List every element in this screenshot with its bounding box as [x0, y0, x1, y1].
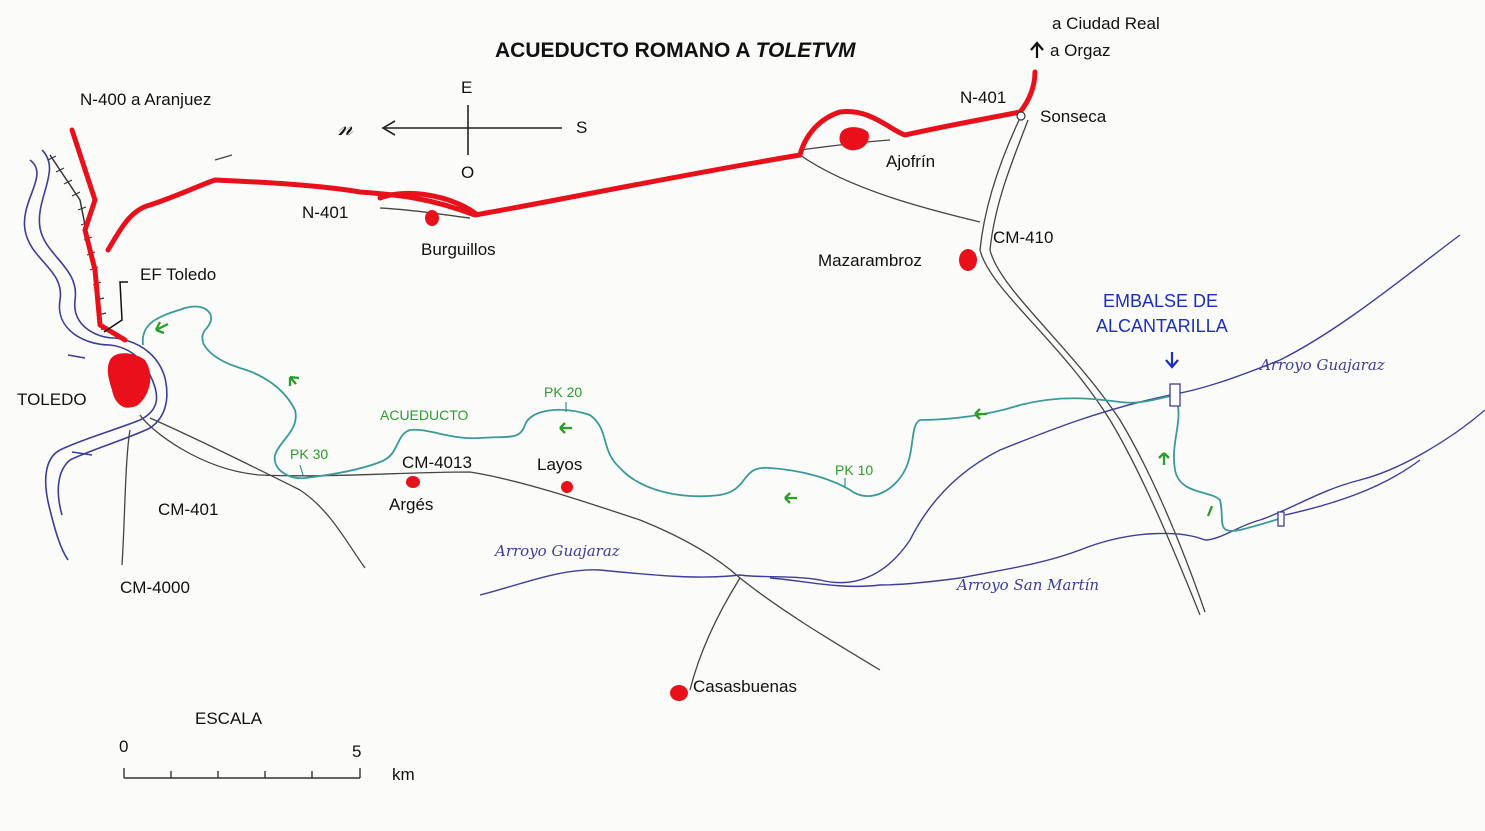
arges-town — [406, 476, 420, 488]
label-arroyo-san-martin: Arroyo San Martín — [955, 576, 1099, 594]
arrow-down-icon — [1165, 352, 1179, 369]
label-toledo: TOLEDO — [17, 390, 87, 409]
reservoir-dam — [1169, 383, 1181, 407]
label-arges: Argés — [389, 495, 433, 514]
scale-unit: km — [392, 765, 415, 784]
arrow-up-icon — [1030, 41, 1044, 58]
label-cm4013: CM-4013 — [402, 453, 472, 472]
aqueduct-line — [142, 305, 1283, 532]
scale-five: 5 — [352, 742, 361, 761]
mazarambroz-town — [959, 249, 977, 271]
label-orgaz: a Orgaz — [1050, 41, 1110, 60]
label-pk20: PK 20 — [544, 384, 582, 400]
layos-town — [561, 481, 573, 493]
label-pk30: PK 30 — [290, 446, 328, 462]
label-embalse-line1: EMBALSE DE — [1103, 291, 1218, 311]
towns — [107, 127, 977, 701]
label-ajofrin: Ajofrín — [886, 152, 935, 171]
compass-east: E — [461, 78, 472, 97]
pk-ticks — [299, 402, 846, 488]
label-embalse-line2: ALCANTARILLA — [1096, 316, 1228, 336]
label-n401-east: N-401 — [960, 88, 1006, 107]
label-mazarambroz: Mazarambroz — [818, 251, 922, 270]
scale-bar — [123, 768, 361, 779]
flow-arrows — [154, 321, 1214, 517]
compass-south: S — [576, 118, 587, 137]
label-ciudad-real: a Ciudad Real — [1052, 14, 1160, 33]
streams — [479, 234, 1485, 596]
label-cm4000: CM-4000 — [120, 578, 190, 597]
burguillos-town — [425, 210, 439, 226]
tagus-river — [23, 149, 168, 561]
ef-toledo-pointer — [103, 281, 128, 333]
compass-rose — [381, 105, 562, 155]
scale-title: ESCALA — [195, 709, 263, 728]
label-sonseca: Sonseca — [1040, 107, 1107, 126]
label-n400: N-400 a Aranjuez — [80, 90, 211, 109]
label-cm410: CM-410 — [993, 228, 1053, 247]
minor-roads — [121, 117, 1206, 691]
main-road-n401 — [69, 69, 1038, 343]
compass-west: O — [461, 163, 474, 182]
label-ef-toledo: EF Toledo — [140, 265, 216, 284]
scale-zero: 0 — [119, 737, 128, 756]
label-arroyo-guajaraz-west: Arroyo Guajaraz — [493, 542, 620, 560]
label-n401-west: N-401 — [302, 203, 348, 222]
label-pk10: PK 10 — [835, 462, 873, 478]
label-burguillos: Burguillos — [421, 240, 496, 259]
toledo-town — [107, 353, 151, 408]
label-cm401: CM-401 — [158, 500, 218, 519]
label-acueducto: ACUEDUCTO — [380, 407, 469, 423]
map-title: ACUEDUCTO ROMANO A TOLETVM — [495, 39, 856, 62]
ajofrin-town — [839, 127, 869, 151]
secondary-dam — [1277, 511, 1285, 527]
label-casasbuenas: Casasbuenas — [693, 677, 797, 696]
casasbuenas-town — [670, 685, 688, 701]
label-arroyo-guajaraz-east: Arroyo Guajaraz — [1258, 356, 1385, 374]
sonseca-marker — [1016, 111, 1026, 121]
compass-north: 𝓃 — [338, 113, 354, 141]
label-layos: Layos — [537, 455, 582, 474]
